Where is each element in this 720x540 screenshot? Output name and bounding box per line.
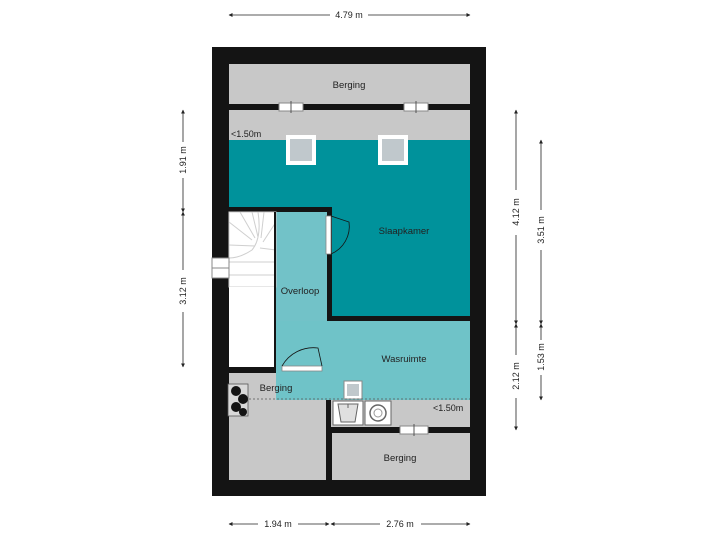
dim-text-right-inner-upper: 3.51 m [536, 216, 546, 244]
label-overloop: Overloop [281, 286, 320, 297]
dim-text-right-outer-lower: 2.12 m [511, 362, 521, 390]
dormer-window-left [286, 135, 316, 165]
dim-text-left-lower: 3.12 m [178, 277, 188, 305]
label-wasruimte: Wasruimte [381, 354, 426, 365]
berging-top-room [229, 64, 470, 104]
door-wasruimte [281, 347, 323, 372]
note-wasruimte-height: <1.50m [433, 403, 463, 413]
sink-icon [332, 400, 364, 426]
wasruimte-room [276, 321, 470, 400]
dim-text-bottom-left: 1.94 m [264, 519, 292, 529]
door-berging-top-right [403, 101, 429, 113]
dim-text-right-outer-upper: 4.12 m [511, 198, 521, 226]
label-slaapkamer: Slaapkamer [379, 226, 430, 237]
dim-text-bottom-right: 2.76 m [386, 519, 414, 529]
heater-icon [227, 383, 249, 417]
wall-middle-berging-side [326, 373, 331, 480]
skylight-wasruimte [343, 380, 363, 400]
door-slaapkamer [325, 215, 350, 255]
wall-stair-top [229, 207, 332, 212]
label-berging-bottom: Berging [384, 453, 417, 464]
note-slaapkamer-height: <1.50m [231, 129, 261, 139]
door-berging-top-left [278, 101, 304, 113]
dim-text-right-inner-lower: 1.53 m [536, 343, 546, 371]
wall-slaapkamer-bottom [327, 316, 470, 321]
stair-treads [228, 211, 277, 276]
dim-text-top: 4.79 m [335, 10, 363, 20]
berging-bottom-room [332, 433, 470, 480]
dormer-window-right [378, 135, 408, 165]
washing-machine-icon [364, 400, 392, 426]
stair-void [229, 287, 276, 367]
label-berging-top: Berging [333, 80, 366, 91]
dim-text-left-upper: 1.91 m [178, 146, 188, 174]
low-ceiling-strip [229, 110, 470, 140]
wall-top-berging [229, 104, 470, 110]
wall-slaapkamer-left [327, 207, 332, 320]
wall-stair-right [274, 212, 276, 367]
label-berging-middle: Berging [260, 383, 293, 394]
door-berging-bottom [399, 424, 429, 436]
